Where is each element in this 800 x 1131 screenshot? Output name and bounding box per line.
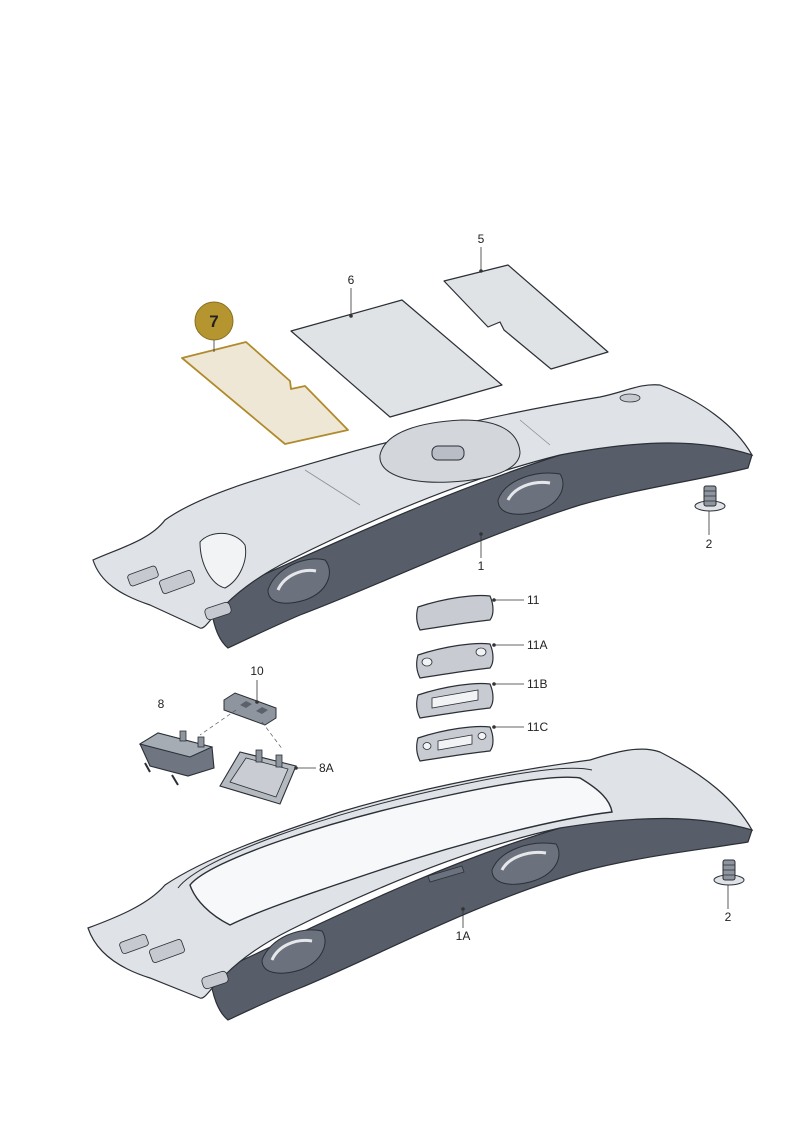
leader-11b-dot — [492, 682, 496, 686]
headliner-1a-top — [87, 748, 754, 999]
leader-8a-dot — [294, 766, 298, 770]
headliner-1-cutout-a — [127, 565, 159, 587]
cover-11a-hole-right — [475, 647, 487, 657]
part-2-clip-top[interactable] — [694, 485, 726, 512]
callout-10[interactable]: 10 — [250, 664, 264, 704]
headliner-1a-vent-slot — [427, 865, 465, 883]
headliner-1a-cutout-b — [149, 939, 185, 963]
part-7-pad-highlighted[interactable] — [181, 341, 349, 445]
label-11: 11 — [527, 593, 540, 607]
headliner-1a-edge — [209, 809, 753, 1021]
label-10: 10 — [250, 664, 264, 678]
callout-1[interactable]: 1 — [478, 532, 485, 573]
headliner-1a-handle-rim-rear — [500, 850, 547, 871]
headliner-1-handle-rim-rear — [506, 480, 551, 501]
part-5-shape — [443, 264, 609, 370]
badge-7-label: 7 — [209, 312, 218, 331]
label-5: 5 — [478, 232, 485, 246]
leader-11-dot — [492, 598, 496, 602]
leader-1-dot — [479, 532, 483, 536]
callout-7[interactable]: 7 — [194, 301, 234, 352]
part-8a-bracket[interactable] — [219, 749, 297, 805]
headliner-1-front-cutout — [199, 532, 247, 589]
label-2-top: 2 — [706, 537, 713, 551]
part-11-cover[interactable] — [416, 594, 494, 631]
part-6-shape — [290, 299, 503, 418]
cover-11-shape — [416, 594, 494, 631]
part-8-legs — [144, 762, 179, 786]
part-10-clip[interactable] — [223, 692, 277, 726]
headliner-1-cutout-c — [204, 601, 232, 621]
headliner-1a-handle-rim-front — [270, 938, 313, 961]
clip-top-threads — [704, 490, 716, 502]
part-10-slots — [240, 701, 268, 714]
label-11b: 11B — [527, 677, 547, 691]
headliner-1-cutout-b — [159, 570, 195, 594]
label-2-bottom: 2 — [725, 910, 732, 924]
leader-11a-dot — [492, 643, 496, 647]
headliner-1-handle-rim-front — [276, 568, 317, 591]
clip-bottom-threads — [723, 864, 735, 876]
callout-11[interactable]: 11 — [492, 593, 540, 607]
cover-11c-hole-left — [422, 742, 432, 750]
part-8-bracket[interactable] — [138, 730, 215, 786]
leader-6-dot — [349, 314, 353, 318]
badge-7-circle — [194, 301, 234, 341]
part-10-shape — [223, 692, 277, 726]
part-8a-face — [229, 757, 289, 798]
part-8a-tab-b — [275, 754, 283, 768]
headliner-1-seam-a — [304, 469, 361, 506]
part-8-top — [138, 732, 214, 758]
headliner-1a-cutout-c — [201, 970, 229, 990]
part-1a-headliner[interactable] — [87, 748, 754, 1021]
assembly-dashed-lines — [199, 709, 284, 751]
callout-1a[interactable]: 1A — [456, 907, 471, 943]
label-8: 8 — [158, 697, 165, 711]
headliner-1-seam-b — [519, 419, 551, 446]
part-11c-cover[interactable] — [416, 725, 494, 762]
label-11a: 11A — [527, 638, 547, 652]
label-1: 1 — [478, 559, 485, 573]
callout-11c[interactable]: 11C — [492, 720, 548, 734]
part-7-shape — [181, 341, 349, 445]
label-11c: 11C — [527, 720, 548, 734]
callout-5[interactable]: 5 — [478, 232, 485, 273]
callout-8a[interactable]: 8A — [294, 761, 334, 775]
headliner-1a-cutout-a — [119, 934, 149, 954]
callout-11a[interactable]: 11A — [492, 638, 547, 652]
leader-10-dot — [255, 700, 259, 704]
callout-2-top[interactable]: 2 — [706, 511, 713, 551]
headliner-1a-sunroof-rim — [177, 767, 593, 889]
cover-11c-window — [437, 734, 473, 751]
label-6: 6 — [348, 273, 355, 287]
leader-1a-dot — [461, 907, 465, 911]
cover-11a-hole-left — [421, 657, 433, 667]
part-8-tab-a — [179, 730, 187, 742]
leader-5-dot — [479, 269, 483, 273]
headliner-1a-sunroof-opening — [189, 776, 613, 926]
callout-6[interactable]: 6 — [348, 273, 355, 318]
headliner-1-light-opening — [431, 445, 465, 461]
headliner-1-rear-light — [619, 393, 641, 403]
part-8-tab-b — [197, 736, 205, 748]
part-11b-cover[interactable] — [416, 682, 494, 719]
cover-11b-window — [431, 689, 479, 709]
callout-2-bottom[interactable]: 2 — [725, 885, 732, 924]
part-2-clip-bottom[interactable] — [713, 859, 745, 886]
part-8a-tab-a — [255, 749, 263, 763]
part-11a-cover[interactable] — [416, 642, 494, 679]
label-1a: 1A — [456, 929, 471, 943]
cover-11a-shape — [416, 642, 494, 679]
cover-11c-hole-right — [477, 732, 487, 740]
part-5-pad[interactable] — [443, 264, 609, 370]
callout-8[interactable]: 8 — [158, 697, 165, 711]
label-8a: 8A — [319, 761, 334, 775]
callout-11b[interactable]: 11B — [492, 677, 547, 691]
part-6-pad[interactable] — [290, 299, 503, 418]
leader-11c-dot — [492, 725, 496, 729]
